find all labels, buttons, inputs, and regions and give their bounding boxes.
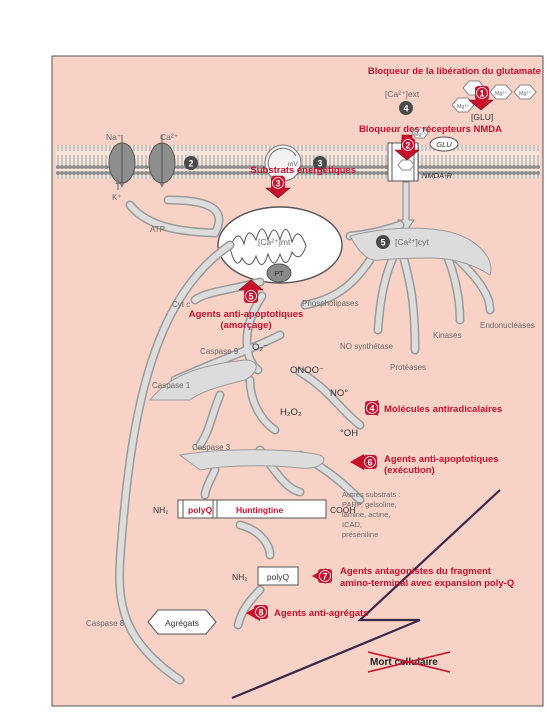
label-na: Na⁺ (106, 132, 122, 142)
svg-text:PARP, gelsoline,: PARP, gelsoline, (342, 500, 397, 509)
label-mg-3: Mg²⁺ (519, 90, 531, 97)
label-ca-mt: [Ca²⁺]mt (258, 237, 291, 247)
svg-text:Autres substrats :: Autres substrats : (342, 490, 400, 499)
voltage-channel (264, 144, 302, 182)
label-cooh: COOH (330, 505, 356, 515)
label-endonucleases: Endonucléases (480, 321, 535, 330)
agent-anti-apoptotic-exec-sub: (exécution) (384, 465, 435, 476)
ion-channels (108, 135, 176, 190)
agent-anti-apoptotic-priming-sub: (amorçage) (220, 320, 271, 331)
red-badge-3: 3 (271, 176, 285, 190)
caspase1-fan (148, 359, 257, 401)
svg-text:préséniline: préséniline (342, 530, 378, 539)
label-caspase3: Caspase 3 (192, 443, 231, 452)
label-caspase1: Caspase 1 (152, 381, 191, 390)
label-ca-cyt: [Ca²⁺]cyt (395, 237, 429, 247)
svg-text:lamine, actine,: lamine, actine, (342, 510, 390, 519)
agent-glutamate-release-blocker: Bloqueur de la libération du glutamate (368, 66, 541, 77)
caspase3-fan (178, 449, 325, 471)
label-h2o2: H₂O₂ (280, 407, 302, 418)
label-polyq-fragment: polyQ (267, 572, 290, 582)
label-caspase9: Caspase 9 (200, 347, 239, 356)
dark-badge-4: 4 (399, 101, 413, 115)
svg-text:1: 1 (479, 89, 484, 99)
label-glu: [GLU] (471, 112, 493, 122)
svg-text:4: 4 (403, 104, 408, 114)
red-badge-5: 5 (244, 289, 258, 303)
label-nmda-r: NMDA-R (422, 171, 453, 180)
lightning-bolt (231, 489, 501, 700)
agent-energy-substrates: Substrats énergétiques (250, 165, 356, 176)
svg-text:8: 8 (258, 608, 263, 618)
label-phospholipases: Phospholipases (302, 299, 358, 308)
label-oh: °OH (340, 428, 358, 439)
label-glu-receptor: GLU (436, 140, 452, 149)
mitochondrion (217, 206, 343, 284)
label-nh2-fragment: NH₂ (232, 572, 248, 582)
label-huntingtine: Huntingtine (236, 505, 283, 515)
aggregates-hexagon (147, 609, 217, 635)
red-badge-1: 1 (475, 86, 489, 100)
dark-badge-5: 5 (376, 235, 390, 249)
red-badge-8: 8 (254, 605, 268, 619)
pathway-arrows-fill (116, 197, 493, 683)
label-mg-2: Mg²⁺ (495, 90, 507, 97)
svg-text:3: 3 (317, 159, 322, 169)
label-pt: PT (274, 269, 284, 278)
svg-text:ICAD,: ICAD, (342, 520, 362, 529)
red-badge-7: 7 (318, 569, 332, 583)
glu-receptor-site (429, 136, 459, 152)
agent-anti-aggregates: Agents anti-agrégats (274, 608, 369, 619)
label-mv: mV (288, 161, 298, 168)
label-o2: O₂⁻ (252, 342, 268, 353)
agent-antiradical: Molécules antiradicalaires (384, 404, 502, 415)
label-polyq-full: polyQ (188, 505, 212, 515)
svg-text:7: 7 (322, 572, 327, 582)
mg-hexagons (397, 80, 537, 171)
label-ca-ext: [Ca²⁺]ext (385, 89, 420, 99)
label-agregats: Agrégats (165, 618, 199, 628)
svg-text:5: 5 (248, 292, 253, 302)
dark-badge-2: 2 (184, 156, 198, 170)
svg-text:3: 3 (275, 179, 280, 189)
agent-antagonists-sub: amino-terminal avec expansion poly-Q (340, 578, 514, 589)
red-badge-4: 4 (365, 401, 379, 415)
svg-text:6: 6 (367, 458, 372, 468)
label-proteases: Protéases (390, 363, 426, 372)
agent-nmda-blocker: Bloqueur des récepteurs NMDA (359, 124, 502, 135)
svg-text:2: 2 (405, 141, 410, 151)
red-badge-6: 6 (363, 455, 377, 469)
label-no-synthetase: NO synthétase (340, 342, 393, 351)
label-mg-4: Mg²⁺ (414, 131, 426, 138)
svg-text:5: 5 (380, 238, 385, 248)
label-caspase8: Caspase 8 (86, 619, 125, 628)
agent-anti-apoptotic-exec: Agents anti-apoptotiques (384, 454, 499, 465)
label-onoo: ONOO⁻ (290, 365, 324, 376)
huntingtin-protein (177, 499, 327, 519)
permeability-transition-pore (266, 263, 292, 283)
label-no: NO° (330, 388, 348, 399)
other-substrates: Autres substrats : PARP, gelsoline, lami… (342, 490, 400, 539)
cell-death: Mort cellulaire (367, 651, 451, 673)
label-mg-1: Mg²⁺ (457, 103, 469, 110)
label-nh2-full: NH₂ (153, 505, 169, 515)
polyq-fragment (257, 566, 299, 586)
label-k: K⁺ (112, 193, 122, 202)
dark-badge-3: 3 (313, 156, 327, 170)
red-badge-2: 2 (401, 138, 415, 152)
label-ca: Ca²⁺ (160, 132, 179, 142)
svg-text:4: 4 (369, 404, 374, 414)
label-kinases: Kinases (433, 331, 461, 340)
svg-text:2: 2 (188, 159, 193, 169)
label-cyt-c: Cyt c (172, 300, 190, 309)
agent-antagonists: Agents antagonistes du fragment (340, 566, 492, 577)
agent-anti-apoptotic-priming: Agents anti-apoptotiques (189, 309, 304, 320)
label-atp: ATP (150, 225, 165, 234)
